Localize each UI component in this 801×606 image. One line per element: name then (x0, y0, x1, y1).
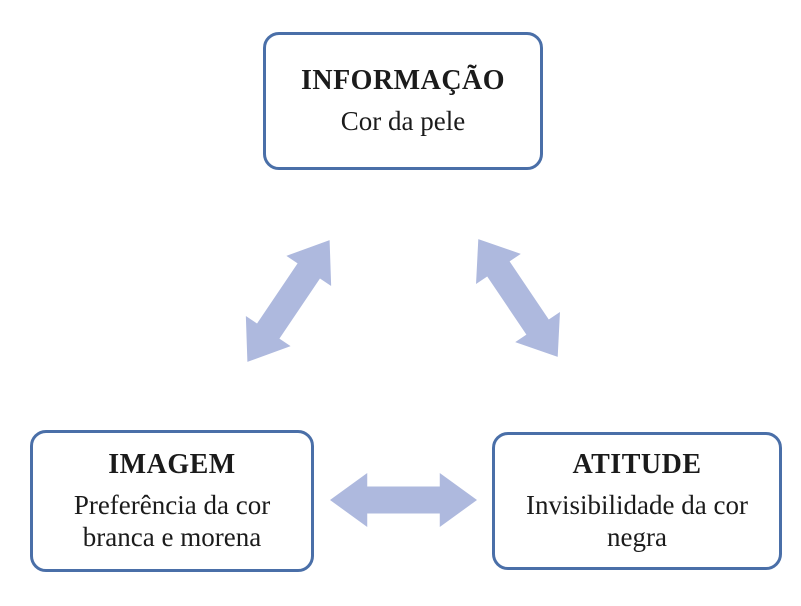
double-arrow-shape (476, 239, 560, 357)
double-arrow-shape (330, 473, 477, 527)
double-arrow-imagem-informacao-icon (245, 240, 332, 362)
node-informacao: INFORMAÇÃO Cor da pele (263, 32, 543, 170)
node-atitude-subtitle: Invisibilidade da cor negra (526, 490, 748, 553)
node-informacao-title: INFORMAÇÃO (300, 64, 506, 96)
node-imagem-title: IMAGEM (108, 448, 236, 480)
node-informacao-subtitle: Cor da pele (340, 106, 466, 137)
double-arrow-shape (245, 240, 332, 362)
double-arrow-imagem-atitude-icon (330, 473, 477, 527)
double-arrow-informacao-atitude-icon (476, 239, 560, 357)
node-imagem-subtitle: Preferência da cor branca e morena (73, 490, 271, 553)
node-atitude-title: ATITUDE (572, 448, 702, 480)
node-atitude: ATITUDE Invisibilidade da cor negra (492, 432, 782, 570)
node-imagem: IMAGEM Preferência da cor branca e moren… (30, 430, 314, 572)
